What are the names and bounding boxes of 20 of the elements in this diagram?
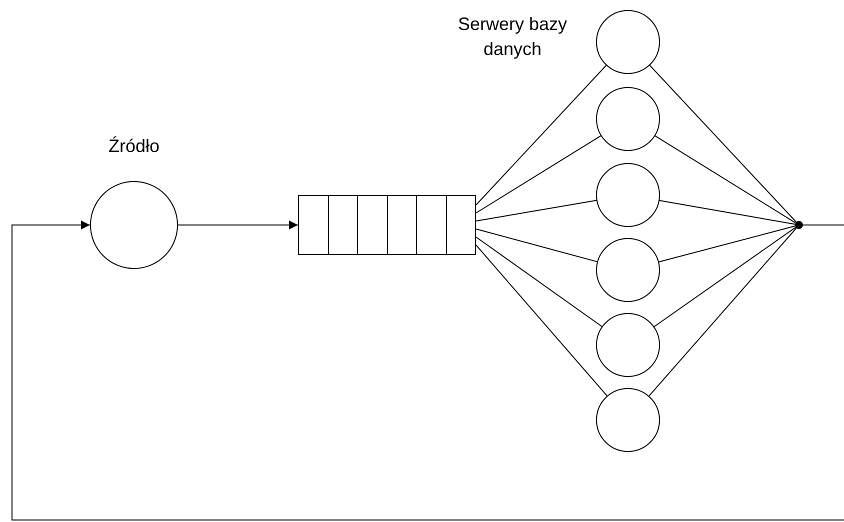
connector-line [476,135,602,214]
connector-line [659,200,796,225]
node-heading: Źródło [108,136,160,157]
queue-drawing [298,195,476,255]
connector-line [802,224,844,226]
connector-line [476,244,608,396]
server-circle [596,10,660,74]
arrow [12,220,844,520]
connector-line [476,228,598,262]
junction-dot [795,221,803,229]
connector-line [649,64,797,223]
connector-line [476,236,602,327]
connector-line [654,226,796,328]
connector-line [658,226,796,262]
connector-line [648,228,797,396]
arrow [178,220,298,230]
group-label: Serwery bazy danych [456,13,568,62]
connector-line [476,200,597,222]
connector-line [654,135,796,224]
connector-line [476,64,607,206]
